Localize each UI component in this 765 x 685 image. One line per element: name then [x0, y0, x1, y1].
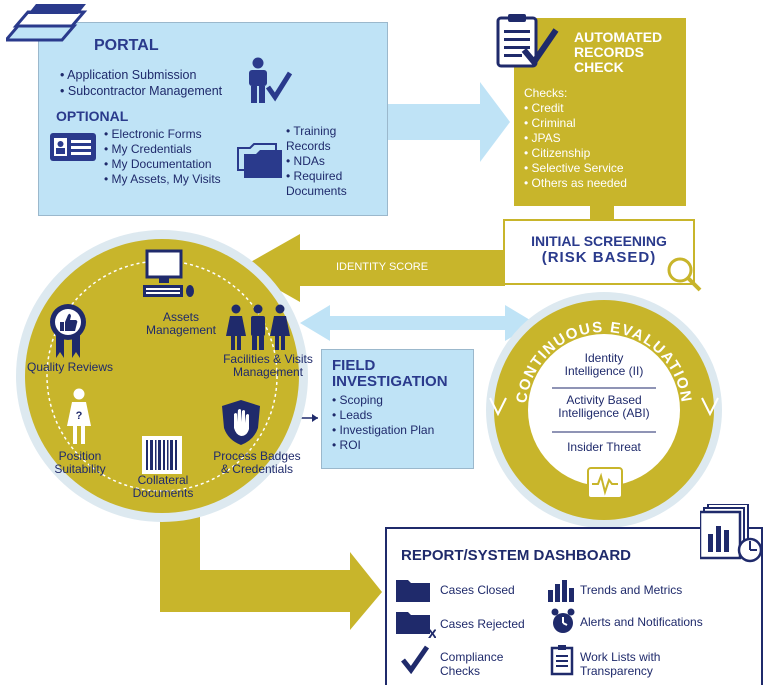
- folder-item: • NDAs: [286, 154, 325, 168]
- quality-reviews-label: Quality Reviews: [26, 360, 114, 374]
- check-item: Citizenship: [524, 146, 627, 161]
- dashboard-chart-icon: [700, 504, 763, 563]
- check-item: JPAS: [524, 131, 627, 146]
- ce-activity-based-intelligence: Activity Based Intelligence (ABI): [558, 393, 650, 420]
- field-item: ROI: [332, 438, 434, 453]
- initial-screening-box: INITIAL SCREENING (RISK BASED): [503, 219, 695, 285]
- process-badges-label: Process Badges & Credentials: [213, 449, 301, 476]
- portal-stack-icon: [6, 4, 88, 42]
- field-item: Leads: [332, 408, 434, 423]
- svg-text:?: ?: [76, 410, 83, 422]
- compliance-checks-label: Compliance Checks: [440, 650, 504, 678]
- field-items: Scoping Leads Investigation Plan ROI: [332, 393, 435, 453]
- position-suitability-label: Position Suitability: [54, 449, 106, 476]
- check-item: Criminal: [524, 116, 627, 131]
- check-item: Others as needed: [524, 176, 627, 191]
- ce-insider-threat: Insider Threat: [567, 440, 641, 454]
- optional-item: My Credentials: [104, 142, 221, 157]
- portal-to-records-arrow: [384, 82, 510, 162]
- check-item: Credit: [524, 101, 627, 116]
- identity-score-arrow: [240, 234, 505, 302]
- portal-items: Application Submission Subcontractor Man…: [60, 67, 222, 99]
- records-checks: Checks: Credit Criminal JPAS Citizenship…: [524, 86, 627, 191]
- barcode-icon: [142, 436, 182, 474]
- person-question-icon: ?: [67, 388, 91, 444]
- check-item: Selective Service: [524, 161, 627, 176]
- optional-item: My Assets, My Visits: [104, 172, 221, 187]
- checks-list: Credit Criminal JPAS Citizenship Selecti…: [524, 101, 627, 191]
- badge-hand-icon: [222, 400, 260, 445]
- field-title: FIELD INVESTIGATION: [332, 357, 448, 390]
- ce-identity-intelligence: Identity Intelligence (II): [564, 351, 644, 378]
- process-circle: [16, 230, 308, 522]
- circle-to-report-arrow: [160, 478, 382, 630]
- records-title: AUTOMATED RECORDS CHECK: [574, 29, 663, 75]
- thumbs-up-medal-icon: [50, 304, 86, 358]
- id-card-icon: [50, 133, 96, 161]
- people-group-icon: [226, 304, 290, 350]
- field-item: Investigation Plan: [332, 423, 435, 438]
- computer-icon: [143, 249, 194, 297]
- bar-chart-icon: [548, 580, 574, 602]
- checkmark-icon: [401, 645, 430, 674]
- circle-ce-double-arrow: [300, 305, 535, 341]
- collateral-documents-label: Collateral Documents: [132, 473, 194, 500]
- cases-closed-label: Cases Closed: [440, 583, 515, 597]
- portal-item: Application Submission: [60, 67, 222, 83]
- clipboard-check-icon: [496, 14, 559, 68]
- alarm-clock-icon: [551, 608, 575, 633]
- person-check-icon: [249, 57, 292, 103]
- optional-item: Electronic Forms: [104, 127, 221, 142]
- folders-icon: [237, 143, 282, 178]
- field-item: Scoping: [332, 393, 434, 408]
- trends-metrics-label: Trends and Metrics: [580, 583, 683, 597]
- assets-management-label: Assets Management: [145, 310, 217, 337]
- report-title: REPORT/SYSTEM DASHBOARD: [401, 547, 632, 564]
- optional-items: Electronic Forms My Credentials My Docum…: [104, 127, 221, 187]
- identity-score-label: IDENTITY SCORE: [336, 261, 429, 273]
- field-investigation-panel: FIELD INVESTIGATION Scoping Leads Invest…: [321, 349, 474, 469]
- folder-rejected-icon: x: [396, 612, 436, 638]
- alerts-notifications-label: Alerts and Notifications: [580, 615, 703, 629]
- optional-title: OPTIONAL: [56, 108, 129, 124]
- optional-item: My Documentation: [104, 157, 221, 172]
- worklist-icon: [550, 645, 574, 676]
- heartbeat-monitor-icon: [587, 467, 623, 499]
- facilities-visits-label: Facilities & Visits Management: [223, 352, 313, 379]
- magnifier-icon: [667, 257, 702, 292]
- continuous-evaluation-ring: CONTINUOUS EVALUATION: [486, 292, 722, 528]
- cases-rejected-label: Cases Rejected: [440, 617, 525, 631]
- folder-items: • Training Records • NDAs • Required Doc…: [286, 124, 370, 199]
- svg-text:x: x: [428, 625, 436, 638]
- portal-item: Subcontractor Management: [60, 83, 222, 99]
- folder-item: • Training Records: [286, 124, 337, 153]
- folder-closed-icon: [396, 580, 430, 602]
- screening-line1: INITIAL SCREENING: [531, 233, 667, 249]
- portal-title: PORTAL: [94, 37, 159, 54]
- records-to-screening-connector: [590, 204, 614, 221]
- checks-label: Checks:: [524, 86, 568, 100]
- folder-item: • Required Documents: [286, 169, 347, 198]
- screening-line2: (RISK BASED): [541, 249, 657, 266]
- work-lists-label: Work Lists with Transparency: [580, 650, 661, 678]
